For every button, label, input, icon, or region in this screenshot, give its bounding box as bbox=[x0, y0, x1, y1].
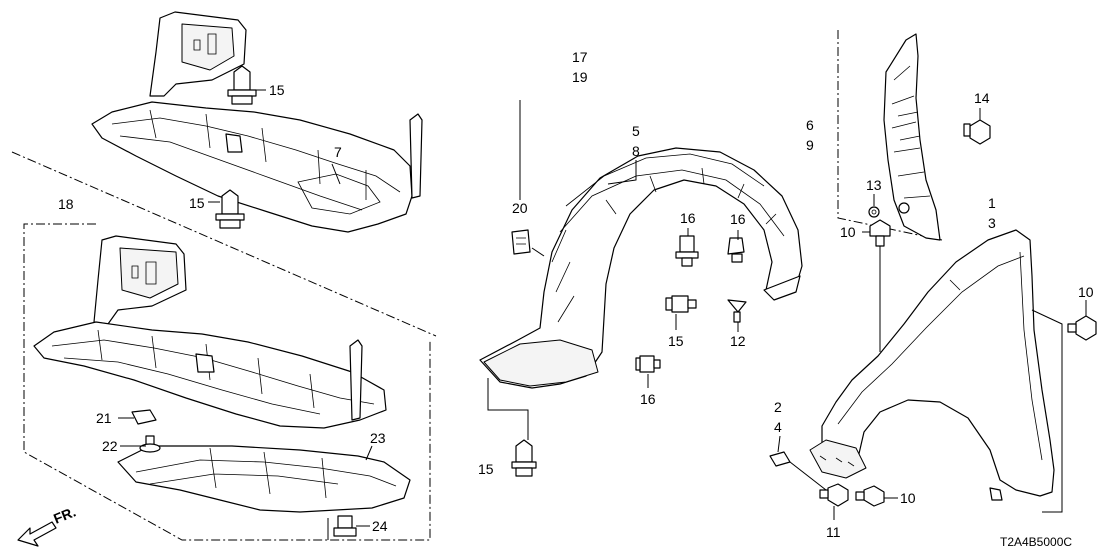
callout-19: 19 bbox=[572, 69, 588, 85]
callout-10-right: 10 bbox=[1078, 284, 1094, 300]
clip-15-bottom bbox=[511, 439, 537, 477]
callout-20: 20 bbox=[512, 200, 528, 216]
callout-17: 17 bbox=[572, 49, 588, 65]
clip-21 bbox=[131, 409, 157, 425]
clip-16-c bbox=[635, 355, 661, 373]
callout-15-right: 15 bbox=[668, 333, 684, 349]
callout-21: 21 bbox=[96, 410, 112, 426]
callout-5: 5 bbox=[632, 123, 640, 139]
front-direction-label: FR. bbox=[51, 503, 78, 526]
front-direction-arrow-icon bbox=[17, 521, 57, 547]
callout-9: 9 bbox=[806, 137, 814, 153]
under-cover-lower bbox=[33, 235, 411, 513]
clip-2-4 bbox=[769, 451, 791, 467]
callout-10-left: 10 bbox=[840, 224, 856, 240]
callout-7: 7 bbox=[334, 144, 342, 160]
callout-24: 24 bbox=[372, 518, 388, 534]
callout-14: 14 bbox=[974, 90, 990, 106]
group-18-boundary bbox=[23, 223, 431, 541]
bolt-10-right bbox=[1067, 315, 1097, 341]
callout-12: 12 bbox=[730, 333, 746, 349]
leader-lines bbox=[118, 89, 1087, 540]
bolt-11 bbox=[819, 483, 849, 507]
callout-3: 3 bbox=[988, 215, 996, 231]
clip-24 bbox=[333, 515, 357, 537]
callout-1: 1 bbox=[988, 195, 996, 211]
callout-22: 22 bbox=[102, 438, 118, 454]
clip-20 bbox=[511, 229, 531, 255]
callout-10-bottom: 10 bbox=[900, 490, 916, 506]
callout-16-a: 16 bbox=[680, 210, 696, 226]
callout-4: 4 bbox=[774, 419, 782, 435]
bolt-10-bottom bbox=[855, 485, 885, 507]
inner-fender bbox=[479, 147, 803, 389]
under-cover-upper bbox=[91, 11, 423, 233]
callout-11: 11 bbox=[826, 524, 841, 540]
bolt-14 bbox=[963, 119, 991, 145]
callout-18: 18 bbox=[58, 196, 74, 212]
clip-22 bbox=[139, 435, 161, 453]
bolt-10-left bbox=[869, 219, 891, 247]
front-fender bbox=[809, 229, 1055, 501]
clip-15-mid bbox=[215, 189, 245, 229]
fender-bracket bbox=[883, 33, 941, 241]
callout-13: 13 bbox=[866, 177, 882, 193]
callout-16-c: 16 bbox=[640, 391, 656, 407]
callout-6: 6 bbox=[806, 117, 814, 133]
clip-16-a bbox=[675, 235, 699, 267]
callout-23: 23 bbox=[370, 430, 386, 446]
callout-2: 2 bbox=[774, 399, 782, 415]
clip-12 bbox=[727, 299, 747, 323]
callout-15-top: 15 bbox=[269, 82, 285, 98]
callout-15-bottom: 15 bbox=[478, 461, 494, 477]
group-6-9-boundary bbox=[837, 30, 943, 241]
clip-15-top bbox=[227, 65, 257, 105]
clip-15-right bbox=[665, 295, 697, 313]
clip-16-b bbox=[727, 237, 745, 263]
callout-15-mid: 15 bbox=[189, 195, 205, 211]
callout-16-b: 16 bbox=[730, 211, 746, 227]
diagram-code: T2A4B5000C bbox=[1000, 535, 1072, 549]
callout-8: 8 bbox=[632, 143, 640, 159]
nut-13 bbox=[868, 206, 880, 218]
